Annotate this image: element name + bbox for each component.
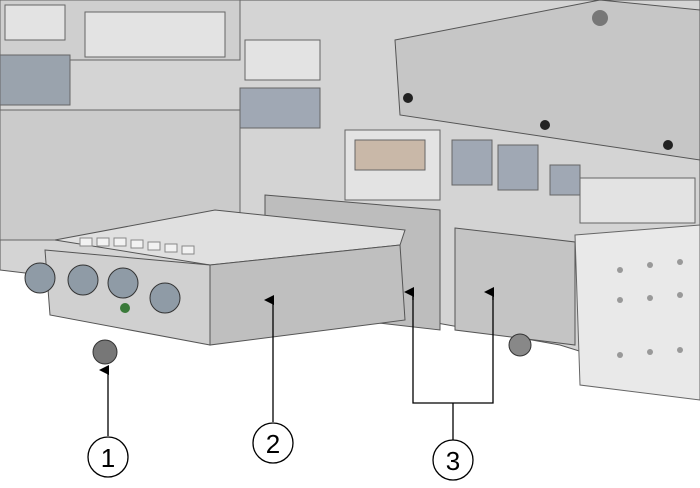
callout-3: 3: [432, 439, 474, 481]
callout-1: 1: [87, 436, 129, 478]
callout-1-label: 1: [101, 443, 115, 473]
callout-3-label: 3: [446, 446, 460, 476]
callout-2: 2: [252, 422, 294, 464]
module: [24, 209, 406, 365]
callout-lines: [99, 287, 494, 440]
callout-2-label: 2: [266, 429, 280, 459]
